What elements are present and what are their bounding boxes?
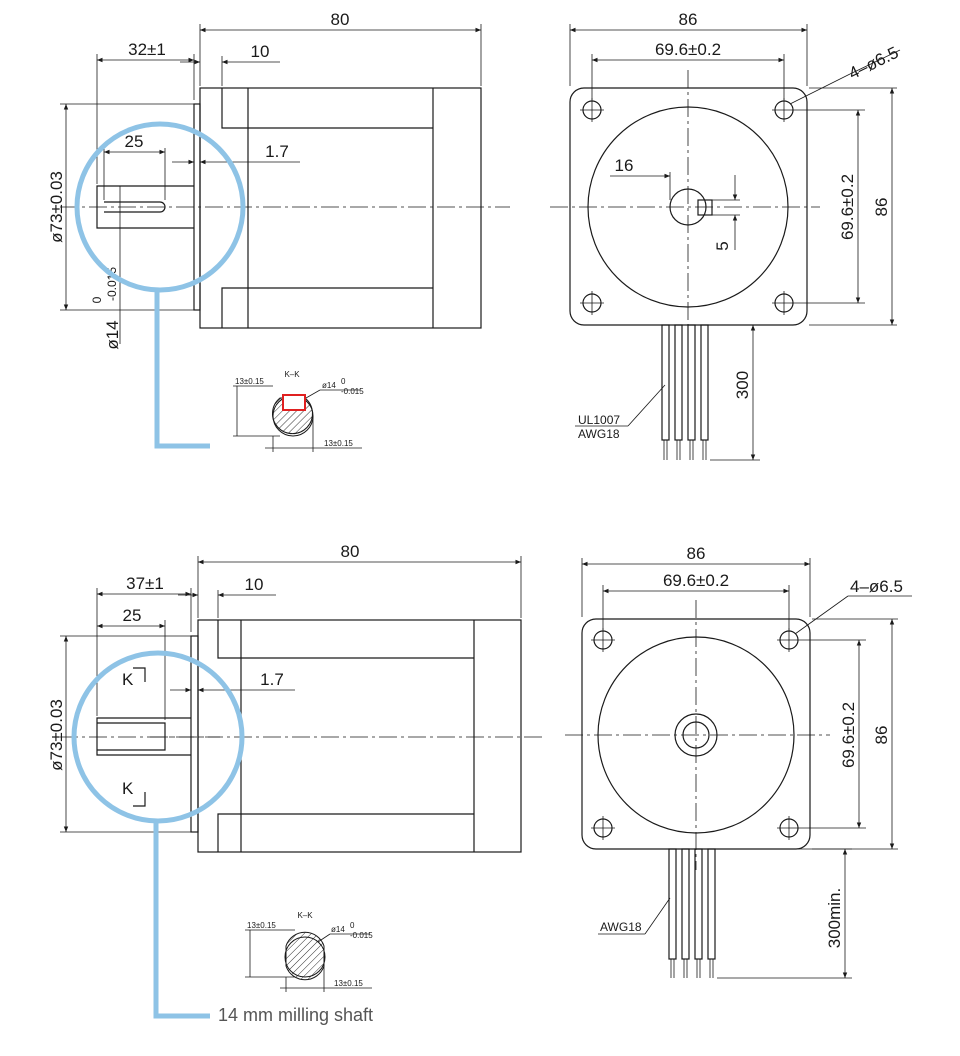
dim-key-length: 25: [125, 132, 144, 151]
dim-width: 86: [687, 544, 706, 563]
top-section-view: K–K 13±0.15 ø14 0 -0.015 13±0.15: [233, 370, 364, 452]
dim-bolt-circle: 69.6±0.2: [655, 40, 721, 59]
lead-wires: [661, 324, 709, 460]
dim-flange: 10: [251, 42, 270, 61]
dim-key: 16: [615, 156, 634, 175]
dim-boss-dia: ø73±0.03: [47, 699, 66, 771]
wire-gauge: AWG18: [578, 427, 620, 441]
dim-key-width: 5: [713, 241, 732, 250]
dim-bolt-circle-v: 69.6±0.2: [839, 702, 858, 768]
dim-shaft-dia: ø14: [103, 320, 122, 349]
section-width: 13±0.15: [247, 921, 276, 930]
flange-square: [569, 87, 808, 326]
dim-boss: 1.7: [265, 142, 289, 161]
section-dia: ø14: [322, 381, 336, 390]
hole-callout: 4–ø6.5: [850, 577, 903, 596]
top-side-view: 80 32±1 10 25 1.7 ø73±0.03 ø14 0 -0.015: [47, 10, 510, 449]
dim-shaft-length: 37±1: [126, 574, 164, 593]
section-label: K–K: [297, 911, 313, 920]
shaft-highlight-circle: [74, 121, 246, 293]
section-tol-upper: 0: [350, 921, 355, 930]
callout-leader: [154, 290, 210, 449]
bottom-section-view: K–K 13±0.15 ø14 0 -0.015 13±0.15: [245, 911, 373, 992]
dim-boss-dia: ø73±0.03: [47, 171, 66, 243]
dim-bolt-circle: 69.6±0.2: [663, 571, 729, 590]
wire-type: UL1007: [578, 413, 620, 427]
section-marker-k: K: [122, 670, 134, 689]
section-tol-upper: 0: [341, 377, 346, 386]
motor-body: [197, 619, 522, 853]
callout-leader: [153, 821, 210, 1019]
section-tol-lower: -0.015: [350, 931, 373, 940]
bottom-side-view: K K 80 37±1 10 25 1.7 ø73±0.03: [47, 542, 545, 1019]
dim-flange: 10: [245, 575, 264, 594]
dim-shaft-length: 32±1: [128, 40, 166, 59]
section-tol-lower: -0.015: [341, 387, 364, 396]
section-marker-k: K: [122, 779, 134, 798]
dim-lead-length: 300: [733, 371, 752, 399]
bottom-front-view: 86 69.6±0.2 4–ø6.5 69.6±0.2 86: [565, 544, 912, 979]
section-label: K–K: [284, 370, 300, 379]
lead-wires: [668, 848, 716, 978]
dim-lead-length: 300min.: [825, 888, 844, 948]
section-height: 13±0.15: [334, 979, 363, 988]
top-front-view: 86 69.6±0.2 4–ø6.5 16 5 69.6±0.2 86: [550, 10, 902, 461]
caption: 14 mm milling shaft: [218, 1005, 373, 1025]
wire-gauge: AWG18: [600, 920, 642, 934]
dim-bolt-circle-v: 69.6±0.2: [838, 174, 857, 240]
dim-height: 86: [872, 198, 891, 217]
dim-length: 80: [331, 10, 350, 29]
hole-callout: 4–ø6.5: [846, 43, 902, 83]
section-width: 13±0.15: [235, 377, 264, 386]
tol-upper: 0: [90, 296, 104, 303]
dim-width: 86: [679, 10, 698, 29]
section-dia: ø14: [331, 925, 345, 934]
dim-height: 86: [872, 726, 891, 745]
dim-boss: 1.7: [260, 670, 284, 689]
dim-length: 80: [341, 542, 360, 561]
key-marker: [282, 394, 306, 411]
dim-key-length: 25: [123, 606, 142, 625]
section-height: 13±0.15: [324, 439, 353, 448]
